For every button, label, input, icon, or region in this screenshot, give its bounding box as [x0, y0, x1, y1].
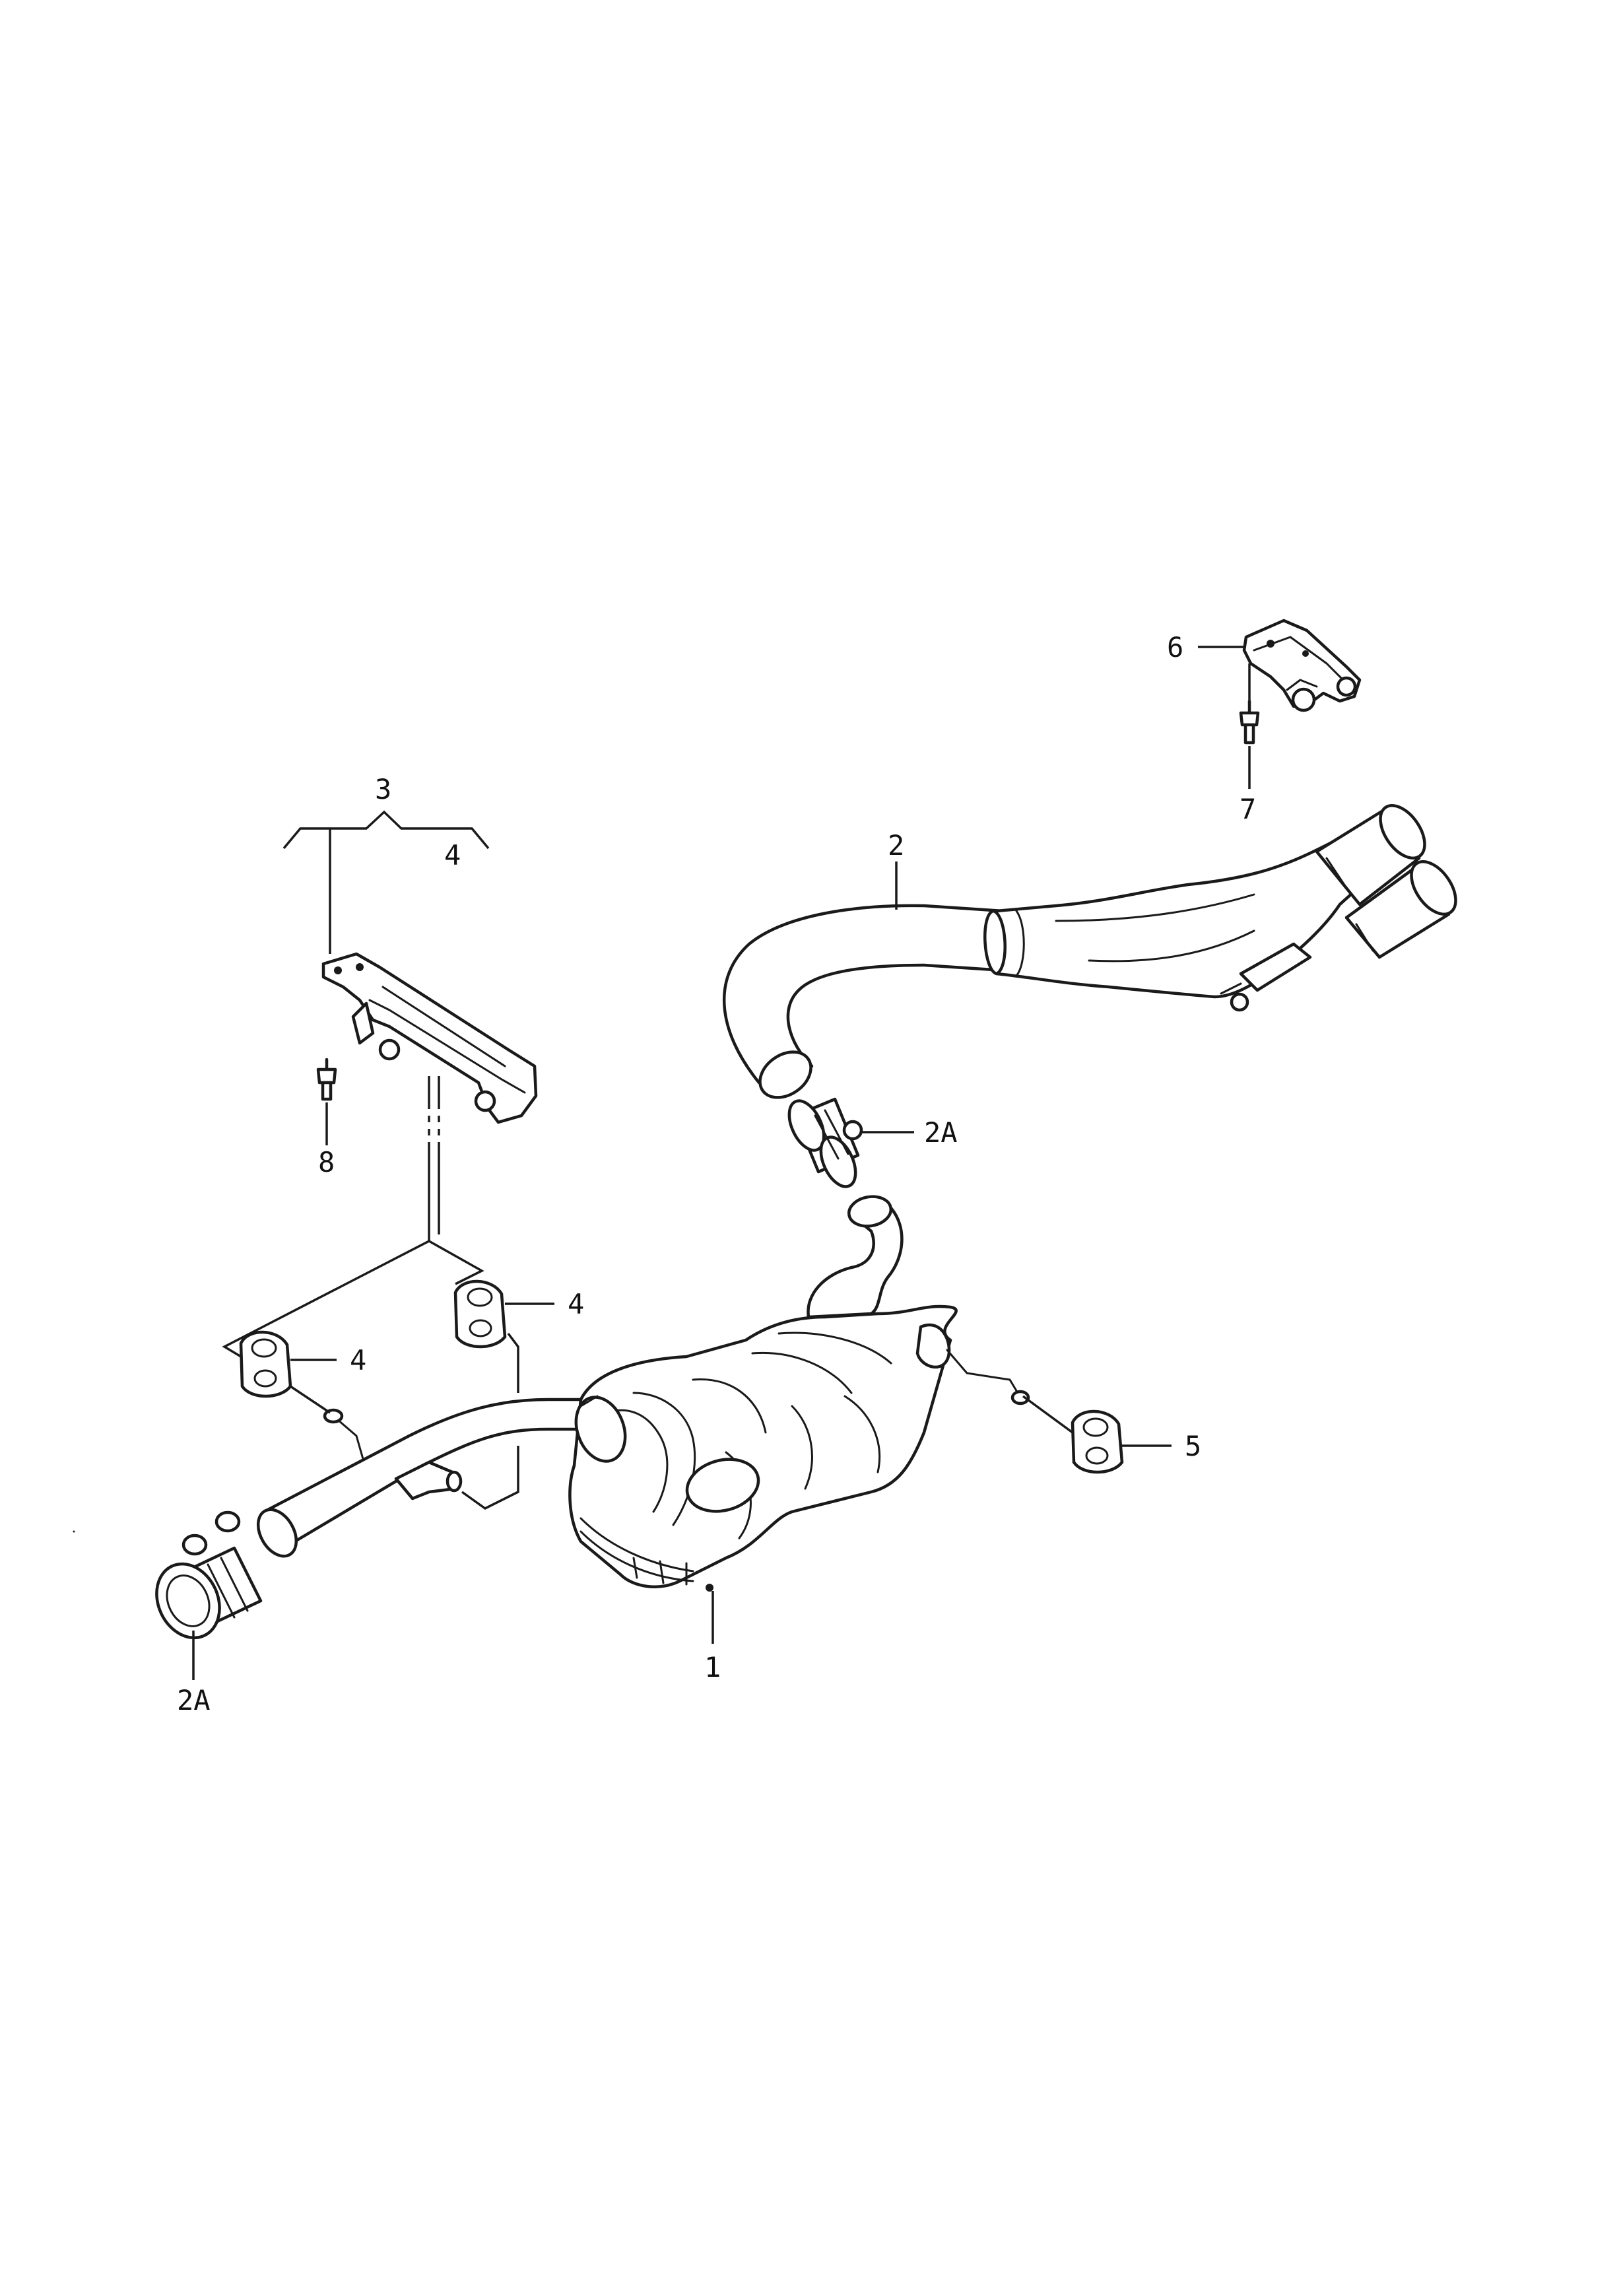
- rubber-hanger-left-part[interactable]: [239, 1330, 292, 1398]
- callout-3: 3: [375, 773, 391, 805]
- bolt-8-part[interactable]: [316, 1058, 337, 1101]
- callout-2: 2: [888, 829, 904, 861]
- rear-silencer-part[interactable]: [250, 1194, 1030, 1592]
- rubber-hanger-upper-part[interactable]: [453, 1279, 507, 1349]
- leader-lines: [192, 646, 1251, 1680]
- callout-6: 6: [1167, 631, 1183, 663]
- pipe-clamp-upper-part[interactable]: [782, 1095, 863, 1192]
- callout-5: 5: [1185, 1430, 1201, 1462]
- pipe-clamp-lower-part[interactable]: [145, 1510, 263, 1648]
- callout-4-upper: 4: [568, 1288, 584, 1320]
- rubber-hanger-rear-part[interactable]: [1071, 1409, 1124, 1474]
- callout-2a-upper: 2A: [924, 1116, 958, 1149]
- hanger-bracket-part[interactable]: [1242, 619, 1362, 712]
- callout-8: 8: [318, 1146, 335, 1178]
- bolt-7-part[interactable]: [1239, 699, 1260, 745]
- callout-7: 7: [1240, 793, 1256, 825]
- mounting-bracket-part[interactable]: [321, 952, 538, 1124]
- callout-2a-lower: 2A: [177, 1684, 211, 1716]
- tailpipe-assembly-part[interactable]: [722, 797, 1465, 1106]
- callout-4-left: 4: [350, 1344, 366, 1376]
- callout-1: 1: [704, 1651, 721, 1683]
- callout-4-bracket: 4: [444, 839, 461, 871]
